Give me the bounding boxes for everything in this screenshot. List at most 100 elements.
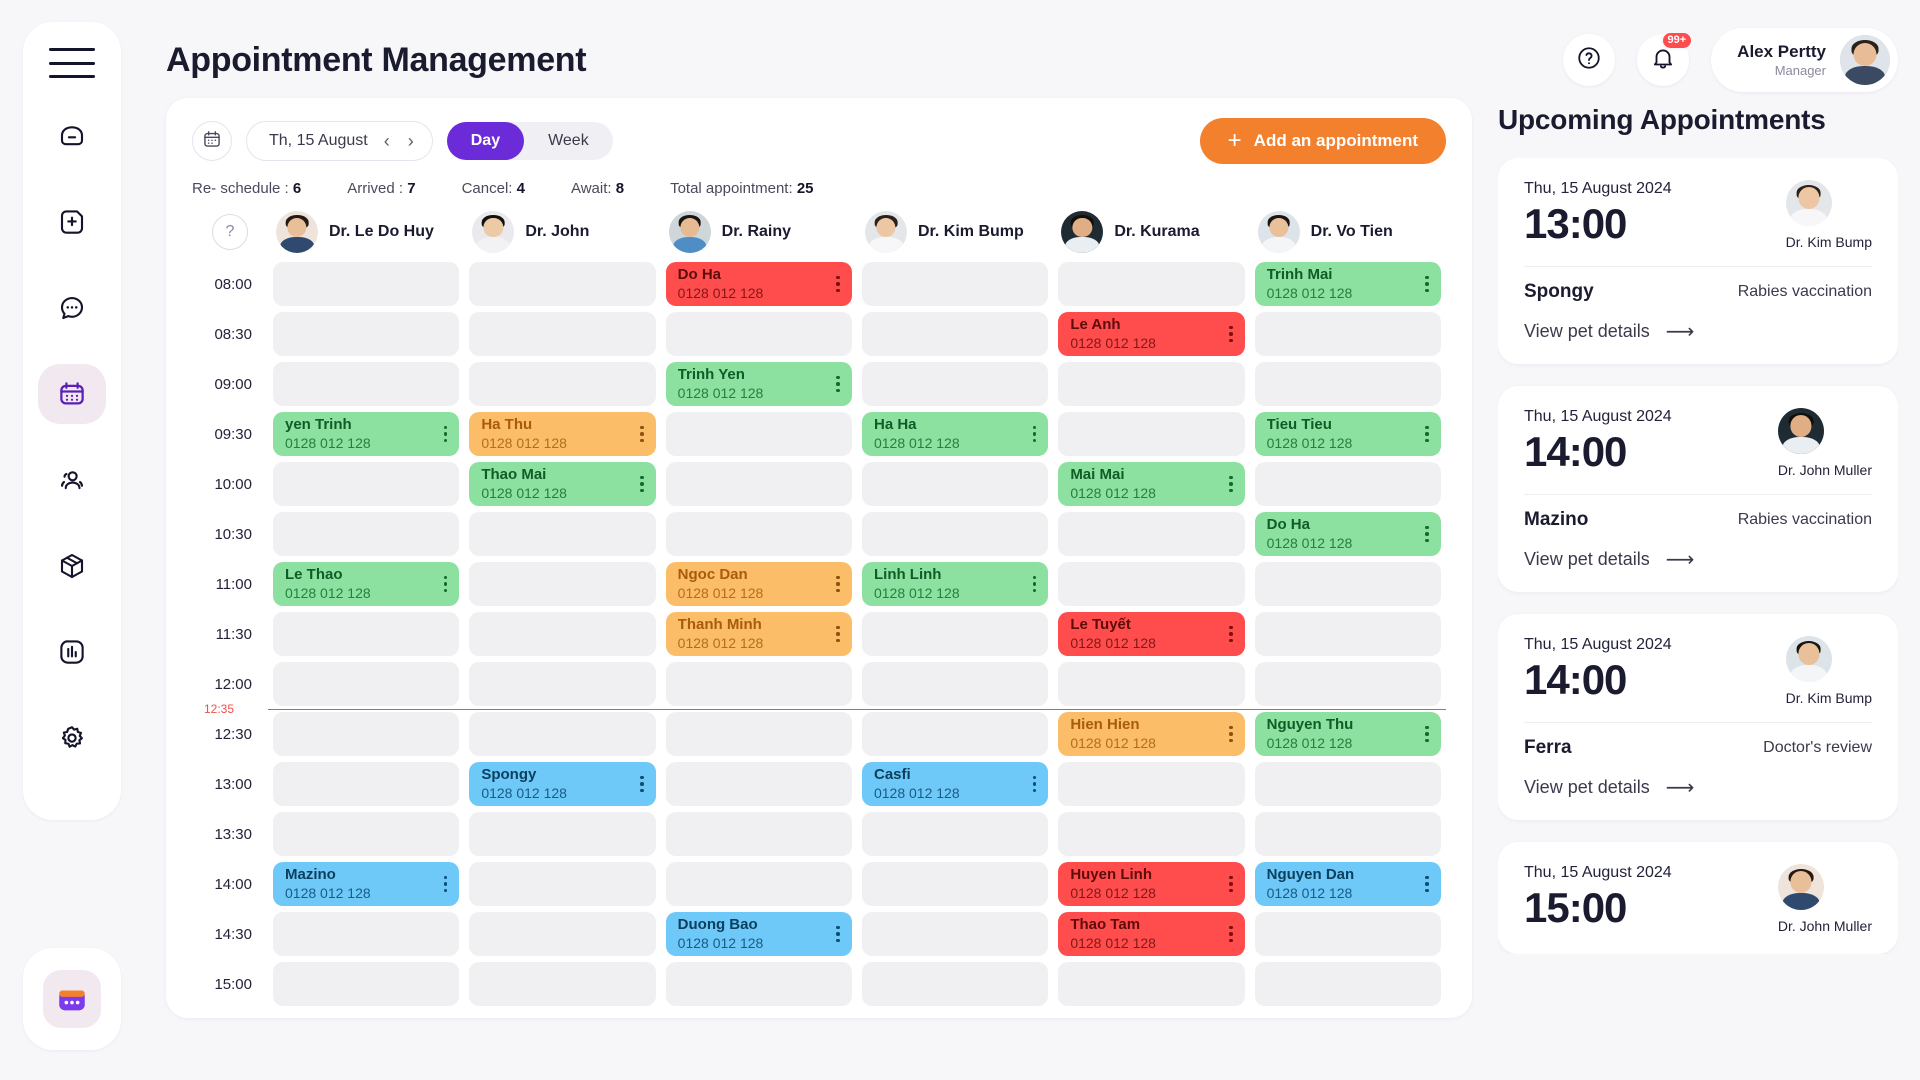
- empty-slot[interactable]: [861, 812, 1049, 856]
- more-options-icon[interactable]: [1221, 725, 1233, 743]
- empty-slot[interactable]: [273, 662, 460, 706]
- empty-slot[interactable]: [273, 912, 460, 956]
- empty-slot[interactable]: [1254, 812, 1441, 856]
- empty-slot[interactable]: [273, 612, 460, 656]
- calendar-picker-button[interactable]: [192, 121, 232, 161]
- doctor-column-header[interactable]: Dr. Rainy: [661, 211, 857, 253]
- help-button[interactable]: [1563, 34, 1616, 86]
- empty-slot[interactable]: [1254, 362, 1441, 406]
- doctor-column-header[interactable]: Dr. Le Do Huy: [268, 211, 464, 253]
- empty-slot[interactable]: [273, 762, 460, 806]
- add-appointment-button[interactable]: + Add an appointment: [1199, 118, 1446, 164]
- empty-slot[interactable]: [469, 262, 656, 306]
- more-options-icon[interactable]: [828, 925, 840, 943]
- more-options-icon[interactable]: [436, 575, 448, 593]
- empty-slot[interactable]: [469, 362, 656, 406]
- empty-slot[interactable]: [665, 512, 852, 556]
- more-options-icon[interactable]: [436, 425, 448, 443]
- empty-slot[interactable]: [665, 862, 852, 906]
- empty-slot[interactable]: [861, 662, 1049, 706]
- more-options-icon[interactable]: [1221, 475, 1233, 493]
- empty-slot[interactable]: [1254, 462, 1441, 506]
- empty-slot[interactable]: [273, 812, 460, 856]
- empty-slot[interactable]: [861, 312, 1049, 356]
- empty-slot[interactable]: [665, 462, 852, 506]
- sidebar-item-add-record[interactable]: [38, 192, 106, 252]
- sidebar-item-reports[interactable]: [38, 622, 106, 682]
- empty-slot[interactable]: [1058, 412, 1245, 456]
- empty-slot[interactable]: [469, 962, 656, 1006]
- sidebar-item-inventory[interactable]: [38, 536, 106, 596]
- doctor-column-header[interactable]: Dr. Vo Tien: [1250, 211, 1446, 253]
- empty-slot[interactable]: [1058, 262, 1245, 306]
- chevron-left-icon[interactable]: ‹: [383, 130, 390, 151]
- doctor-column-header[interactable]: Dr. Kim Bump: [857, 211, 1053, 253]
- empty-slot[interactable]: [1254, 662, 1441, 706]
- empty-slot[interactable]: [273, 262, 460, 306]
- empty-slot[interactable]: [469, 512, 656, 556]
- more-options-icon[interactable]: [1417, 425, 1429, 443]
- more-options-icon[interactable]: [1221, 925, 1233, 943]
- empty-slot[interactable]: [273, 512, 460, 556]
- empty-slot[interactable]: [861, 462, 1049, 506]
- empty-slot[interactable]: [665, 312, 852, 356]
- notifications-button[interactable]: 99+: [1637, 31, 1694, 86]
- sidebar-item-customers[interactable]: [38, 450, 106, 510]
- question-mark-icon[interactable]: ?: [212, 214, 248, 250]
- empty-slot[interactable]: [665, 812, 852, 856]
- empty-slot[interactable]: [273, 462, 460, 506]
- doctor-column-header[interactable]: Dr. Kurama: [1053, 211, 1249, 253]
- empty-slot[interactable]: [861, 962, 1049, 1006]
- empty-slot[interactable]: [861, 362, 1049, 406]
- more-options-icon[interactable]: [1417, 875, 1429, 893]
- calendar-app-icon[interactable]: [43, 970, 101, 1028]
- empty-slot[interactable]: [469, 862, 656, 906]
- empty-slot[interactable]: [665, 962, 852, 1006]
- empty-slot[interactable]: [469, 312, 656, 356]
- more-options-icon[interactable]: [828, 575, 840, 593]
- more-options-icon[interactable]: [1417, 725, 1429, 743]
- empty-slot[interactable]: [665, 662, 852, 706]
- empty-slot[interactable]: [861, 712, 1049, 756]
- more-options-icon[interactable]: [1025, 425, 1037, 443]
- empty-slot[interactable]: [1058, 512, 1245, 556]
- view-pet-details-link[interactable]: View pet details⟶: [1524, 775, 1872, 800]
- sidebar-item-settings[interactable]: [38, 708, 106, 768]
- tab-day[interactable]: Day: [446, 122, 525, 160]
- empty-slot[interactable]: [273, 962, 460, 1006]
- more-options-icon[interactable]: [632, 775, 644, 793]
- empty-slot[interactable]: [469, 562, 656, 606]
- empty-slot[interactable]: [469, 662, 656, 706]
- empty-slot[interactable]: [1254, 962, 1441, 1006]
- more-options-icon[interactable]: [828, 375, 840, 393]
- empty-slot[interactable]: [1254, 912, 1441, 956]
- sidebar-item-home[interactable]: [38, 106, 106, 166]
- empty-slot[interactable]: [665, 712, 852, 756]
- empty-slot[interactable]: [469, 612, 656, 656]
- empty-slot[interactable]: [469, 712, 656, 756]
- hamburger-icon[interactable]: [49, 48, 95, 78]
- more-options-icon[interactable]: [1417, 525, 1429, 543]
- sidebar-item-appointments[interactable]: [38, 364, 106, 424]
- more-options-icon[interactable]: [828, 625, 840, 643]
- empty-slot[interactable]: [1058, 812, 1245, 856]
- empty-slot[interactable]: [469, 812, 656, 856]
- empty-slot[interactable]: [1254, 762, 1441, 806]
- empty-slot[interactable]: [469, 912, 656, 956]
- tab-week[interactable]: Week: [548, 132, 589, 149]
